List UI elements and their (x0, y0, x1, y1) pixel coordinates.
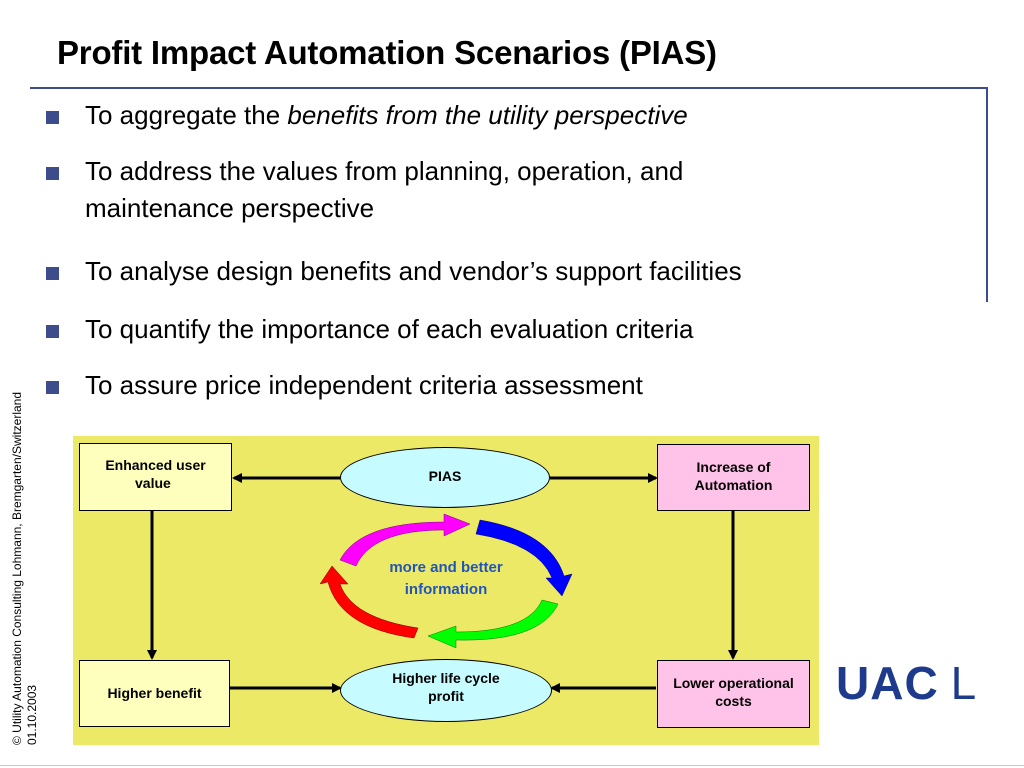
bullet-square-icon (46, 325, 59, 338)
slide-title: Profit Impact Automation Scenarios (PIAS… (57, 34, 717, 71)
bullet-text: To assure price independent criteria ass… (85, 370, 643, 400)
ellipse-pias: PIAS (340, 447, 550, 508)
bullet-square-icon (46, 381, 59, 394)
bullet-text: To quantify the importance of each evalu… (85, 314, 694, 344)
box-enhanced-user-value: Enhanced user value (79, 443, 232, 511)
ellipse-higher-life-cycle-profit: Higher life cycle profit (340, 659, 552, 722)
bullet-text: maintenance perspective (85, 193, 375, 223)
bullet-square-icon (46, 267, 59, 280)
cycle-arrow-magenta (339, 513, 471, 567)
cycle-arrow-blue (475, 519, 573, 597)
cycle-arrow-green (427, 599, 559, 649)
bullet-emphasis: benefits from the utility perspective (287, 100, 688, 130)
bullet-text: To address the values from planning, ope… (85, 156, 684, 186)
bullet-text: To analyse design benefits and vendor’s … (85, 256, 742, 286)
box-lower-operational-costs: Lower operational costs (657, 660, 810, 728)
bullet-square-icon (46, 111, 59, 124)
footer-rule (0, 765, 1024, 766)
header-rule (30, 87, 988, 89)
frame-right-rule (986, 87, 988, 302)
bullet-text: To aggregate the (85, 100, 288, 130)
box-higher-benefit: Higher benefit (79, 660, 230, 727)
center-label: more and better information (389, 559, 503, 598)
bullet-square-icon (46, 167, 59, 180)
box-increase-of-automation: Increase of Automation (657, 444, 810, 511)
cycle-arrow-red (319, 565, 419, 639)
